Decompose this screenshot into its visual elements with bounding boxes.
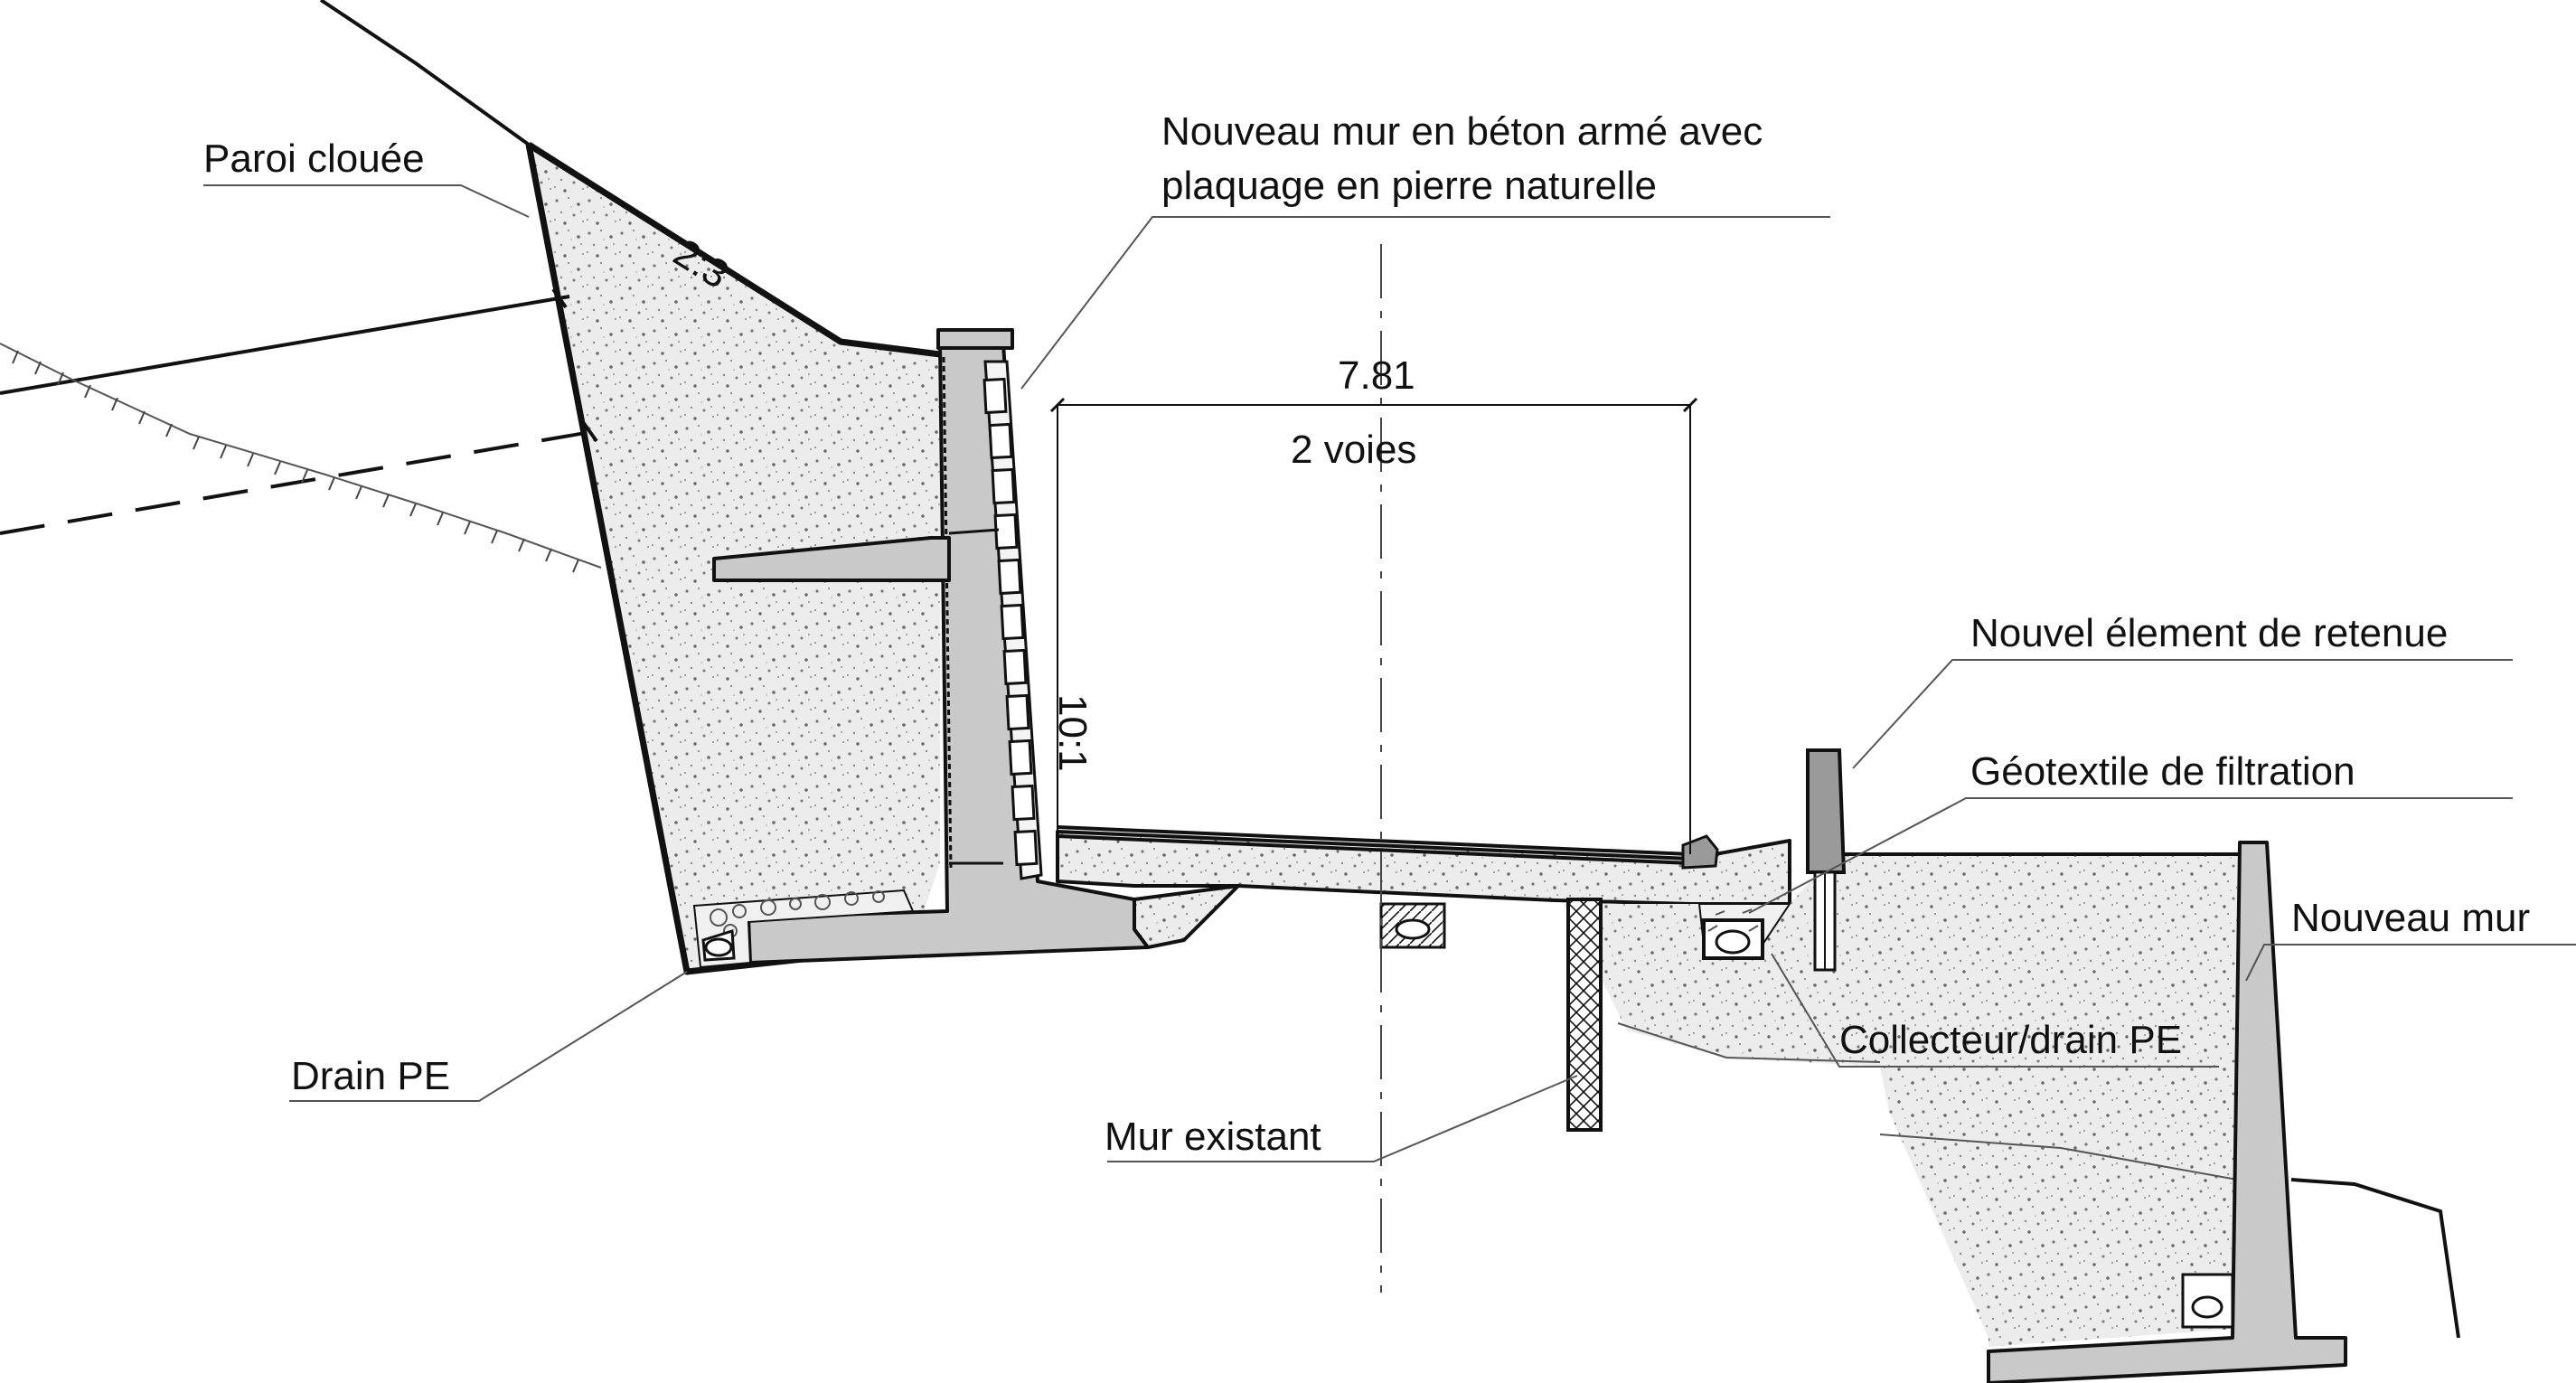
label-nouveau-mur-line1: Nouveau mur en béton armé avec [1161, 109, 1763, 154]
barrier-element [1806, 748, 1847, 972]
dimension-line [1049, 397, 1698, 854]
label-slope-wall: 10:1 [1050, 694, 1095, 772]
label-drain: Drain PE [291, 1054, 450, 1098]
label-dimension: 7.81 [1338, 353, 1415, 398]
right-backfill [1564, 852, 2242, 1347]
terrain-line [319, 0, 531, 146]
label-nouveau-mur-right: Nouveau mur [2291, 896, 2530, 940]
leader-lines [203, 184, 2576, 1162]
rock-hatch [0, 343, 602, 573]
label-nouveau-mur-line2: plaquage en pierre naturelle [1161, 164, 1657, 208]
label-geotextile: Géotextile de filtration [1970, 749, 2355, 794]
road-pavement [1056, 825, 1791, 949]
label-collecteur: Collecteur/drain PE [1839, 1018, 2182, 1062]
collector-drain [1697, 903, 1791, 960]
label-paroi-clouee: Paroi clouée [203, 136, 425, 181]
label-retenue: Nouvel élement de retenue [1970, 611, 2448, 655]
right-retaining-wall [1987, 841, 2460, 1383]
label-voies: 2 voies [1291, 428, 1416, 472]
left-gravel-drain [692, 889, 915, 969]
soil-nails [0, 287, 602, 535]
existing-wall [1566, 898, 1603, 1132]
label-mur-existant: Mur existant [1105, 1115, 1321, 1159]
